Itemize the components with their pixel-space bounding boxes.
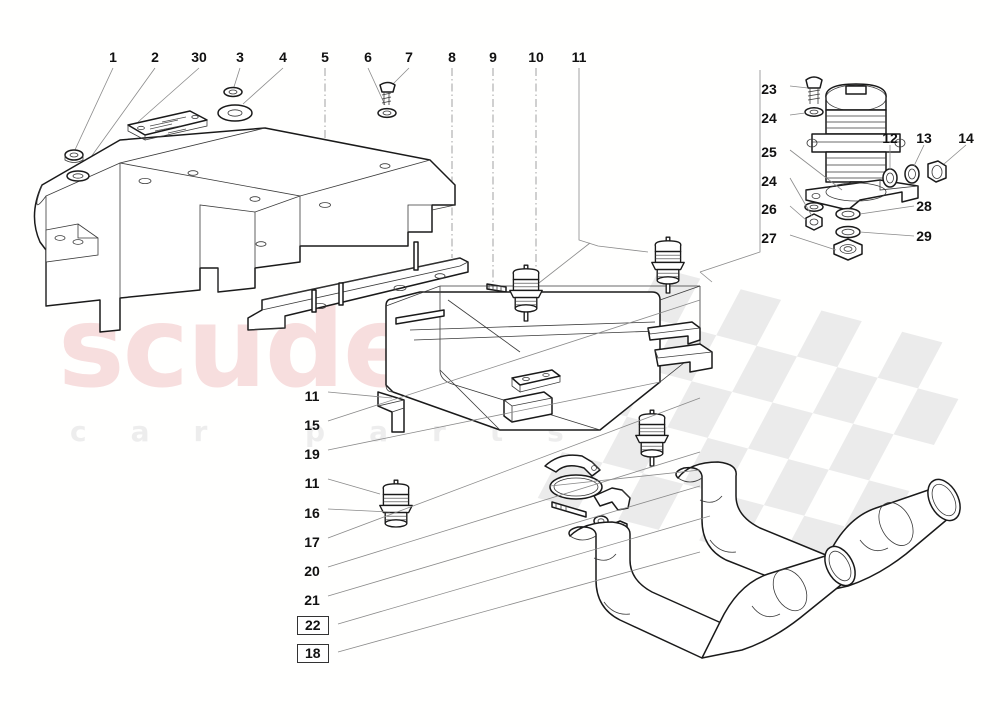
callout-18[interactable]: 18 bbox=[297, 644, 329, 663]
callout-9[interactable]: 9 bbox=[489, 49, 497, 65]
callout-12[interactable]: 12 bbox=[882, 130, 898, 146]
callout-17[interactable]: 17 bbox=[304, 534, 320, 550]
callout-28[interactable]: 28 bbox=[916, 198, 932, 214]
callout-6[interactable]: 6 bbox=[364, 49, 372, 65]
callout-22[interactable]: 22 bbox=[297, 616, 329, 635]
callout-20[interactable]: 20 bbox=[304, 563, 320, 579]
identification-plate bbox=[127, 110, 208, 141]
callout-4[interactable]: 4 bbox=[279, 49, 287, 65]
callout-11-top[interactable]: 11 bbox=[571, 49, 587, 65]
mount-assembly-detail bbox=[804, 76, 947, 261]
leader-lines-top bbox=[73, 67, 649, 291]
callout-29[interactable]: 29 bbox=[916, 228, 932, 244]
callout-24-lower[interactable]: 24 bbox=[761, 173, 777, 189]
callout-8[interactable]: 8 bbox=[448, 49, 456, 65]
callout-2[interactable]: 2 bbox=[151, 49, 159, 65]
callout-14[interactable]: 14 bbox=[958, 130, 974, 146]
callout-16[interactable]: 16 bbox=[304, 505, 320, 521]
leader-lines-left bbox=[327, 299, 711, 653]
callout-5[interactable]: 5 bbox=[321, 49, 329, 65]
callout-11-b[interactable]: 11 bbox=[304, 475, 320, 491]
callout-10[interactable]: 10 bbox=[528, 49, 544, 65]
leader-lines-right bbox=[699, 70, 967, 283]
heat-shield-panel bbox=[33, 127, 456, 333]
exhaust-pipe-pair bbox=[568, 461, 961, 659]
callout-3[interactable]: 3 bbox=[236, 49, 244, 65]
catalytic-converter-box bbox=[377, 285, 713, 433]
callout-13[interactable]: 13 bbox=[916, 130, 932, 146]
callout-27[interactable]: 27 bbox=[761, 230, 777, 246]
callout-1[interactable]: 1 bbox=[109, 49, 117, 65]
callout-26[interactable]: 26 bbox=[761, 201, 777, 217]
callout-11-a[interactable]: 11 bbox=[304, 388, 320, 404]
callout-23[interactable]: 23 bbox=[761, 81, 777, 97]
callout-25[interactable]: 25 bbox=[761, 144, 777, 160]
callout-15[interactable]: 15 bbox=[304, 417, 320, 433]
heat-shield-strip bbox=[247, 241, 469, 331]
callout-30[interactable]: 30 bbox=[191, 49, 207, 65]
callout-19[interactable]: 19 bbox=[304, 446, 320, 462]
callout-21[interactable]: 21 bbox=[304, 592, 320, 608]
callout-7[interactable]: 7 bbox=[405, 49, 413, 65]
rubber-mount-isolators bbox=[379, 236, 685, 528]
callout-24-upper[interactable]: 24 bbox=[761, 110, 777, 126]
